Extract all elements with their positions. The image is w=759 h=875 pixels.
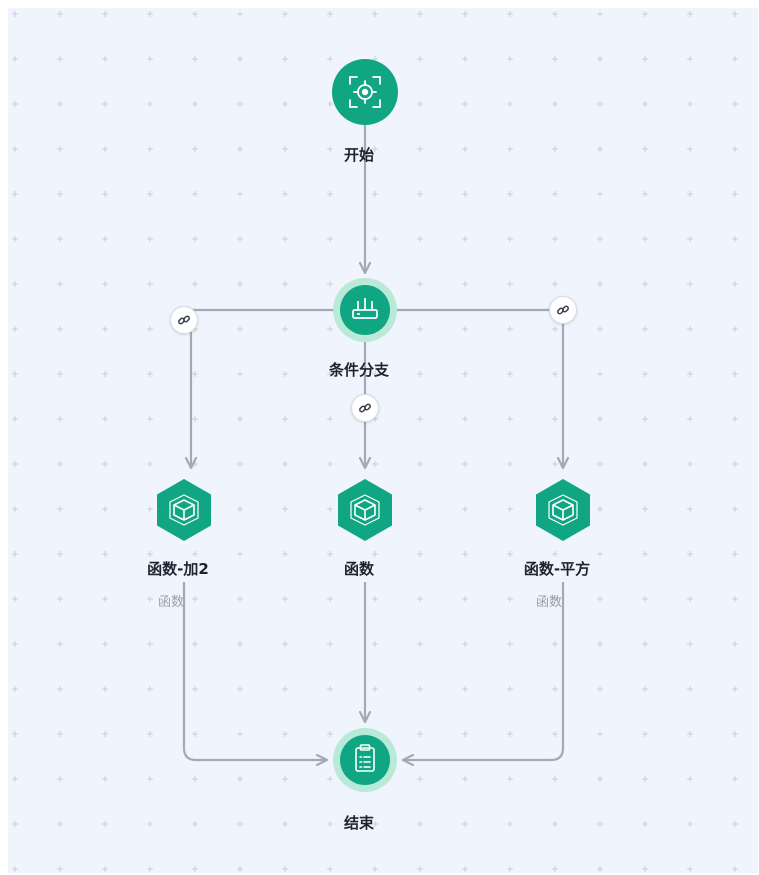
flow-canvas[interactable]: 开始 条件分支 函数-加2 函数 函数 函数-平方 函数 结束: [8, 8, 758, 873]
edge-fn-square-to-end[interactable]: [404, 582, 565, 760]
end-node-label: 结束: [343, 814, 375, 832]
function-square-node[interactable]: [536, 479, 590, 541]
cube-icon: [350, 494, 380, 526]
function-square-node-label: 函数-平方: [523, 560, 591, 578]
edge-link-button-center[interactable]: [351, 394, 379, 422]
start-node-label: 开始: [343, 146, 375, 164]
branch-node-label: 条件分支: [328, 361, 390, 379]
function-node-label: 函数: [343, 560, 375, 578]
grid-background: [12, 11, 738, 872]
cube-icon: [169, 494, 199, 526]
grid-markers: [12, 11, 738, 872]
function-add2-node[interactable]: [157, 479, 211, 541]
edge-link-button-left[interactable]: [170, 306, 198, 334]
end-node[interactable]: [333, 728, 397, 792]
link-icon: [359, 403, 371, 413]
start-node[interactable]: [332, 59, 398, 125]
function-square-node-type: 函数: [535, 595, 563, 610]
link-icon: [178, 315, 190, 325]
clipboard-icon: [355, 744, 375, 772]
nodes-layer: [157, 59, 590, 792]
branch-node[interactable]: [333, 278, 397, 342]
branch-icon: [352, 298, 378, 319]
function-node[interactable]: [338, 479, 392, 541]
target-icon: [349, 76, 381, 108]
function-add2-node-type: 函数: [157, 595, 185, 610]
cube-icon: [548, 494, 578, 526]
link-icon: [557, 305, 569, 315]
function-add2-node-label: 函数-加2: [147, 560, 209, 578]
edge-fn-add-to-end[interactable]: [182, 582, 326, 760]
edge-link-button-right[interactable]: [549, 296, 577, 324]
